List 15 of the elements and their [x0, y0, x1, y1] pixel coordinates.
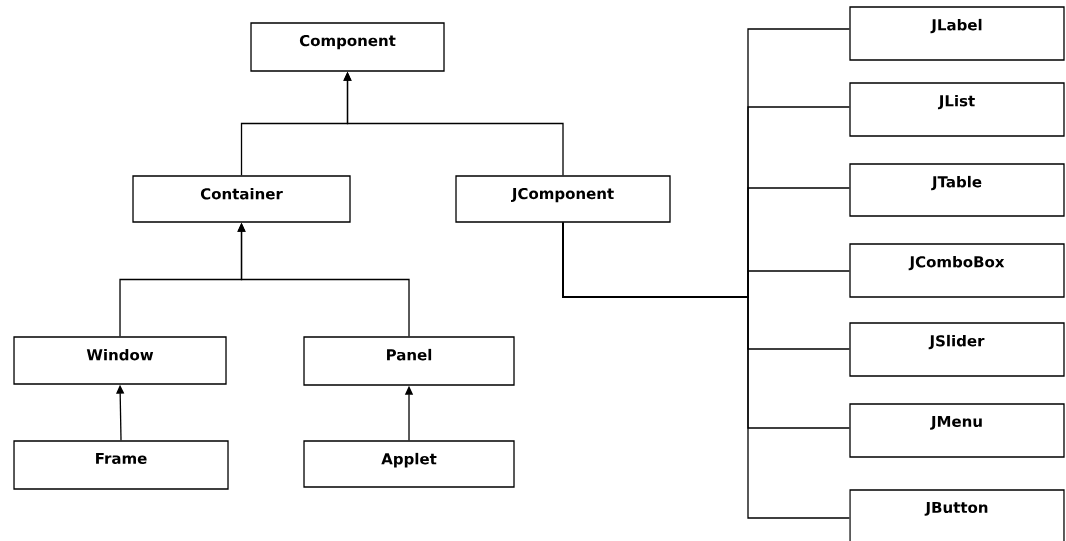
class-box: Applet [303, 440, 515, 488]
class-box: JComponent [455, 175, 671, 223]
class-box: Container [132, 175, 351, 223]
class-box: JList [849, 82, 1065, 137]
class-box: JTable [849, 163, 1065, 217]
class-box: JSlider [849, 322, 1065, 377]
class-box: JComboBox [849, 243, 1065, 298]
class-box: JButton [849, 489, 1065, 541]
class-box: JLabel [849, 6, 1065, 61]
class-box: JMenu [849, 403, 1065, 458]
class-box: Panel [303, 336, 515, 386]
class-box: Window [13, 336, 227, 385]
class-box: Component [250, 22, 445, 72]
class-box: Frame [13, 440, 229, 490]
connector-line [562, 222, 850, 519]
